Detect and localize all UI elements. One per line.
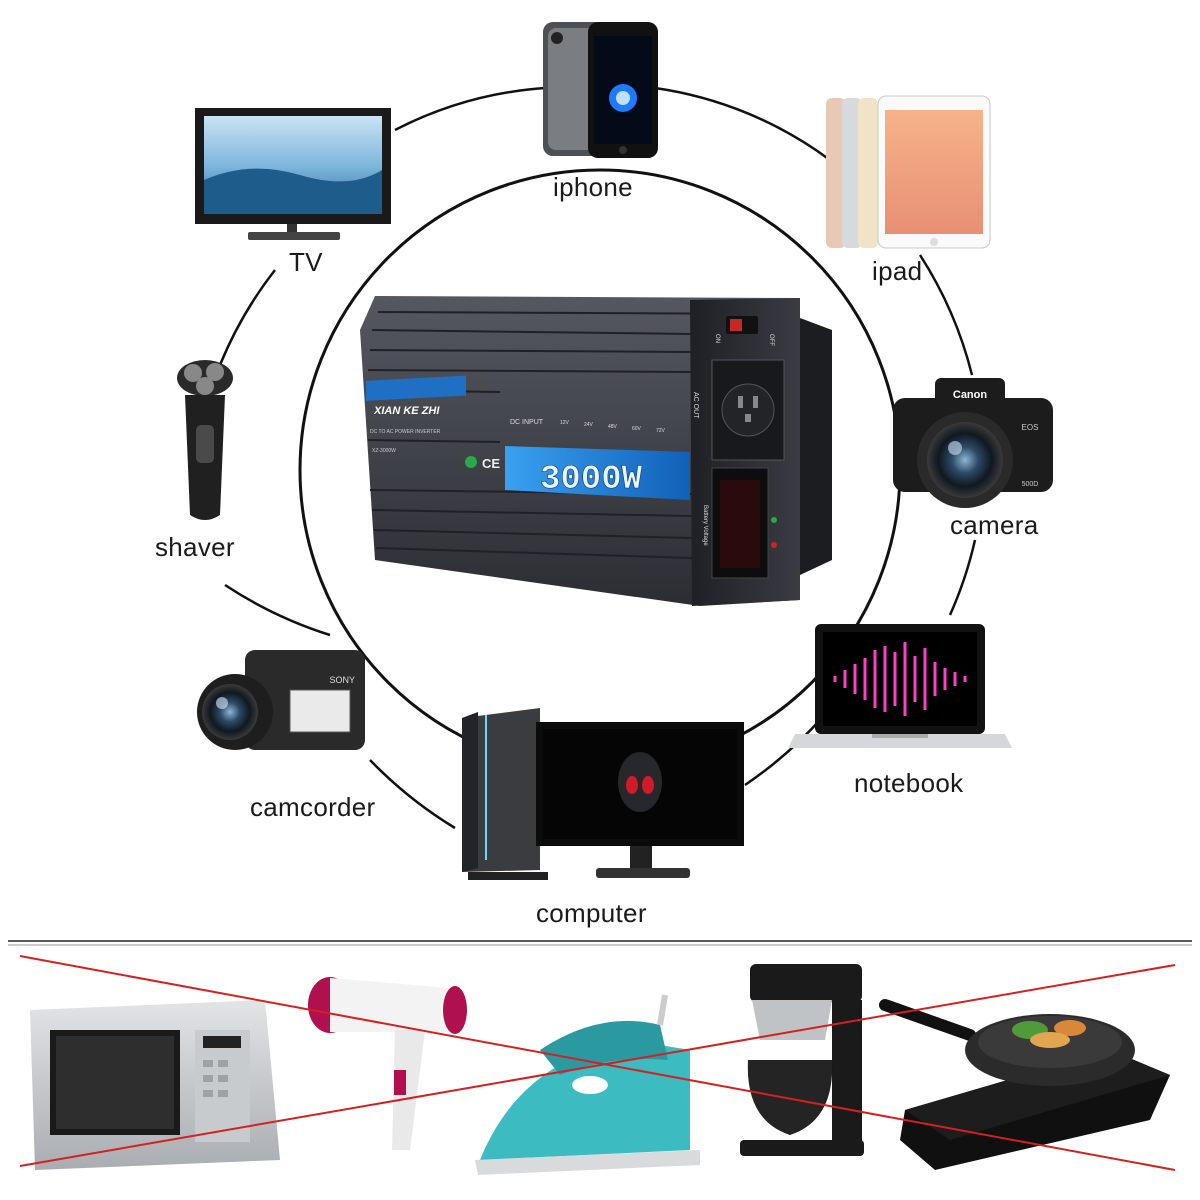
camcorder-brand: SONY [329,675,355,685]
camera-sub: 500D [1022,481,1039,488]
voltage-48v: 48V [608,424,618,430]
voltage-24v: 24V [584,422,594,428]
label-camcorder: camcorder [250,792,376,822]
computer-image [462,708,744,880]
label-notebook: notebook [854,768,964,798]
tv-image [195,108,391,240]
coffee-maker-image [740,964,864,1156]
waveform [833,642,967,716]
voltage-12v: 12V [560,420,570,426]
iron-image [475,994,700,1175]
model-text: XZ-3000W [372,448,396,454]
off-label: OFF [768,334,774,346]
switch-rocker [730,319,742,331]
dc-input-text: DC INPUT [510,419,544,426]
iphone-image [543,22,658,158]
camera-model: EOS [1022,423,1039,432]
label-tv: TV [289,247,323,277]
power-banner [505,446,690,500]
label-computer: computer [536,898,647,928]
camera-image: Canon EOS 500D [893,378,1053,508]
prohibited-cross [19,955,1176,1171]
battery-voltage-label: Battery Voltage [702,505,708,546]
notebook-image [788,624,1012,748]
ce-mark: CE [482,456,500,471]
subtitle-text: DC TO AC POWER INVERTER [370,429,441,435]
voltage-72v: 72V [656,428,666,434]
green-indicator [465,456,477,468]
camera-brand: Canon [953,389,988,401]
brand-badge [366,375,466,401]
section-divider [8,940,1192,946]
label-camera: camera [950,510,1039,540]
on-label: ON [714,334,720,343]
ac-out-label: AC OUT [692,392,699,419]
voltage-list: 12V 24V 48V 60V 72V [560,420,666,434]
label-ipad: ipad [872,256,923,286]
brand-text: XIAN KE ZHI [373,405,440,417]
power-rating: 3000W [540,461,643,499]
ipad-image [826,95,991,249]
microwave-image [30,1000,280,1170]
label-shaver: shaver [155,532,235,562]
inverter-image: XIAN KE ZHI DC TO AC POWER INVERTER XZ-3… [360,296,832,606]
label-iphone: iphone [553,172,633,202]
hair-dryer-image [308,977,467,1150]
induction-cooker-image [879,999,1170,1170]
shaver-image [177,360,233,520]
voltage-60v: 60V [632,426,642,432]
camcorder-image: SONY [197,650,365,750]
